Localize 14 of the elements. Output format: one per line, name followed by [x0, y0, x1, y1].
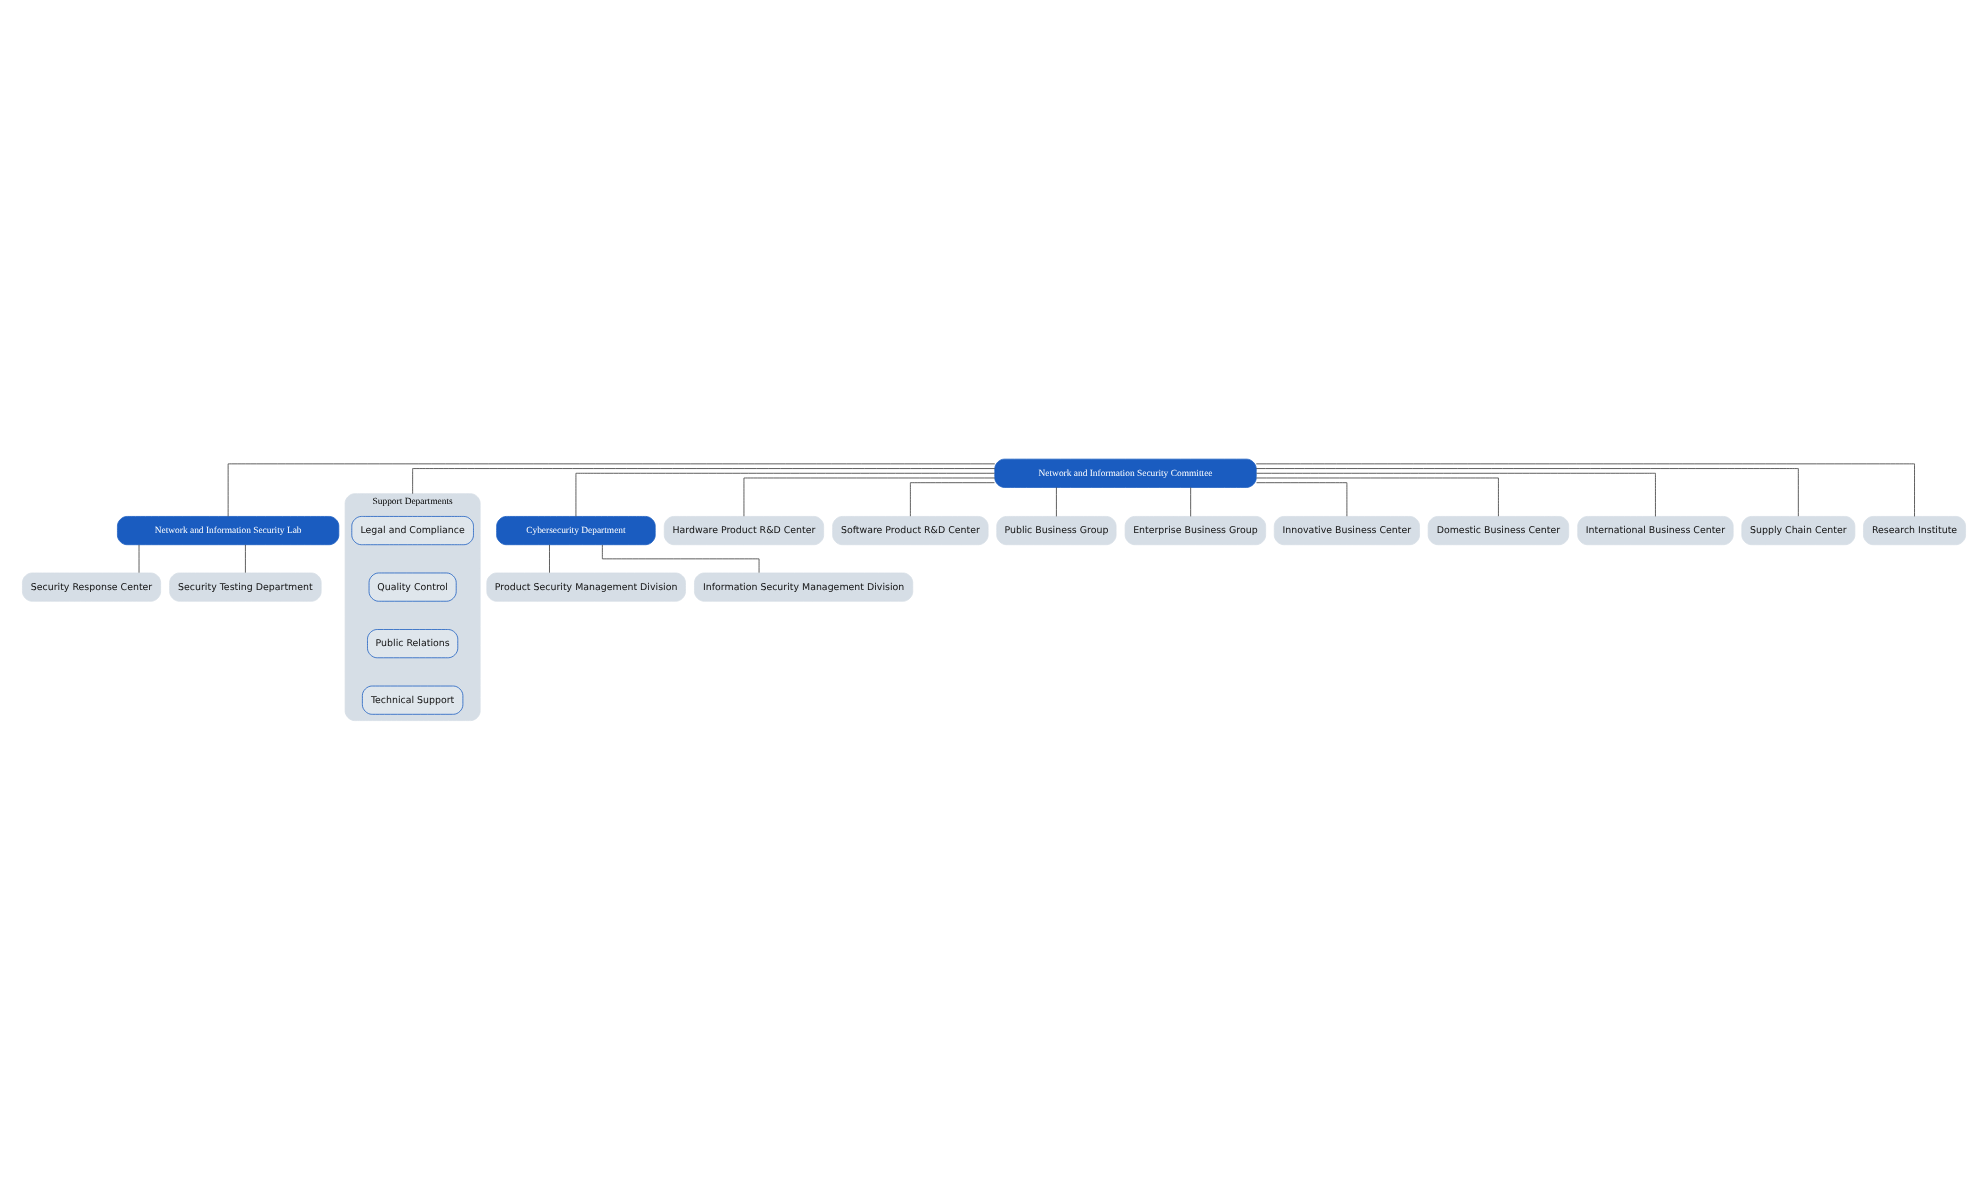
connector	[1256, 477, 1499, 517]
connector	[601, 544, 760, 574]
connector	[227, 463, 996, 517]
connector	[575, 472, 995, 517]
connector	[1255, 468, 1799, 517]
connector	[412, 468, 996, 495]
connector	[549, 544, 550, 574]
connector	[245, 544, 246, 574]
connector	[1190, 487, 1192, 517]
connector	[1056, 487, 1057, 517]
connector	[1256, 482, 1348, 517]
connector	[1256, 472, 1656, 517]
connector	[1255, 463, 1915, 517]
connector	[910, 482, 995, 517]
